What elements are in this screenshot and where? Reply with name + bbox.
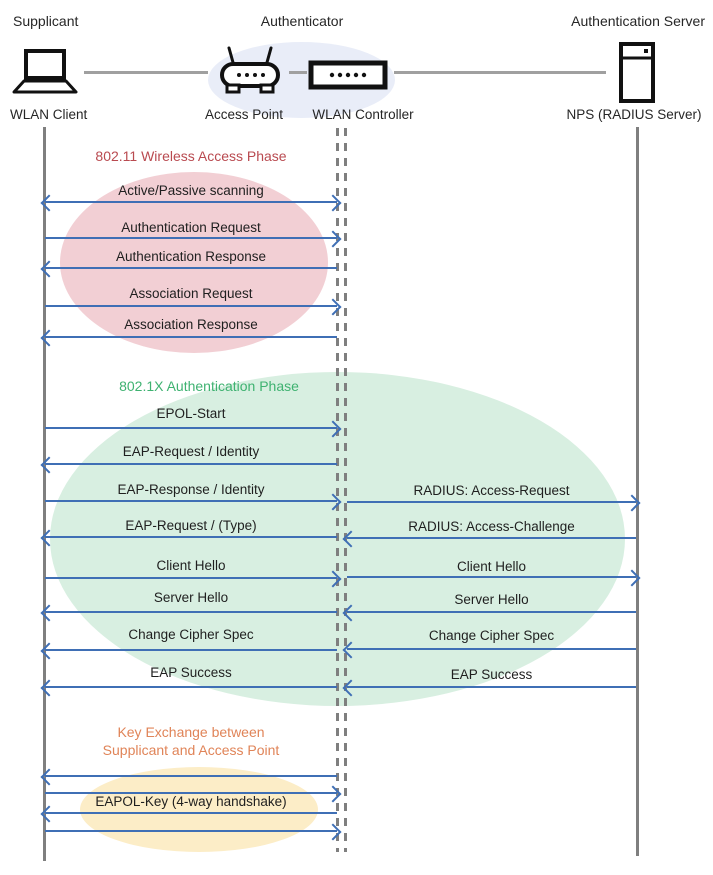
- message-arrow-line: [45, 830, 337, 832]
- message-arrow: [44, 570, 342, 588]
- message-arrow-line: [45, 336, 337, 338]
- message-arrow: [40, 604, 338, 622]
- phase-title-80211-wireless-access: 802.11 Wireless Access Phase: [95, 148, 287, 164]
- message-arrow: [40, 260, 338, 278]
- connector-line-ap-controller: [289, 71, 307, 74]
- message-arrow-line: [45, 792, 337, 794]
- access-point-icon: [214, 44, 286, 101]
- message-label: Authentication Response: [115, 249, 267, 264]
- message-label: RADIUS: Access-Request: [413, 483, 570, 498]
- message-arrow: [346, 569, 641, 587]
- message-arrow-line: [347, 686, 636, 688]
- role-label-authentication-server: Authentication Server: [571, 13, 705, 29]
- message-arrow-line: [45, 463, 337, 465]
- message-arrow: [342, 530, 637, 548]
- message-arrow: [44, 298, 342, 316]
- message-arrow-line: [45, 305, 337, 307]
- role-label-authenticator: Authenticator: [260, 13, 344, 29]
- device-label-wlan-controller: WLAN Controller: [312, 107, 414, 122]
- server-icon: [618, 41, 656, 109]
- message-arrow-line: [45, 500, 337, 502]
- device-label-nps-radius-server: NPS (RADIUS Server): [566, 107, 702, 122]
- connector-line-controller-server: [394, 71, 606, 74]
- phase-title-key-exchange: Key Exchange between Supplicant and Acce…: [44, 723, 338, 759]
- message-arrow-line: [347, 537, 636, 539]
- message-label: EAP-Request / (Type): [125, 518, 257, 533]
- message-arrow: [40, 329, 338, 347]
- message-label: EPOL-Start: [156, 406, 226, 421]
- message-arrow-line: [45, 201, 337, 203]
- message-label: Association Response: [124, 317, 258, 332]
- message-arrow: [40, 768, 338, 786]
- phase-title-key-exchange-line1: Key Exchange between: [117, 724, 265, 740]
- message-label: Server Hello: [454, 592, 529, 607]
- message-label: EAP Success: [150, 665, 232, 680]
- message-arrow: [346, 494, 641, 512]
- message-arrow: [40, 194, 342, 212]
- message-arrow-line: [45, 812, 337, 814]
- message-arrow: [342, 604, 637, 622]
- message-arrow: [44, 420, 342, 438]
- message-label: Client Hello: [156, 558, 226, 573]
- connector-line-client-ap: [84, 71, 208, 74]
- message-label: RADIUS: Access-Challenge: [408, 519, 575, 534]
- message-arrow: [342, 679, 637, 697]
- message-arrow: [44, 823, 342, 841]
- laptop-icon: [10, 48, 80, 101]
- message-arrow-line: [347, 576, 636, 578]
- wlan-controller-icon: [308, 60, 388, 95]
- message-arrow-line: [45, 577, 337, 579]
- device-label-wlan-client: WLAN Client: [10, 107, 88, 122]
- message-arrow-line: [45, 775, 337, 777]
- message-arrow: [44, 785, 342, 803]
- message-arrow: [40, 642, 338, 660]
- message-label: Active/Passive scanning: [118, 183, 264, 198]
- message-arrow: [40, 456, 338, 474]
- message-arrow: [44, 493, 342, 511]
- message-label: Server Hello: [153, 590, 229, 605]
- message-arrow: [44, 230, 342, 248]
- message-arrow-line: [45, 611, 337, 613]
- role-label-supplicant: Supplicant: [13, 13, 79, 29]
- message-label: EAP Success: [450, 667, 533, 682]
- device-label-access-point: Access Point: [204, 107, 284, 122]
- message-label: EAPOL-Key (4-way handshake): [95, 794, 287, 809]
- message-arrow: [40, 805, 338, 823]
- message-label: EAP-Response / Identity: [117, 482, 265, 497]
- message-arrow-line: [347, 648, 636, 650]
- message-arrow-line: [45, 536, 337, 538]
- phase-title-8021x-authentication: 802.1X Authentication Phase: [119, 378, 299, 394]
- message-label: Change Cipher Spec: [428, 628, 555, 643]
- message-label: Association Request: [129, 286, 253, 301]
- message-label: Client Hello: [456, 559, 527, 574]
- lifeline-wlan-client: [42, 127, 46, 861]
- lifeline-nps-server: [636, 127, 639, 856]
- message-arrow-line: [45, 686, 337, 688]
- message-arrow: [342, 641, 637, 659]
- message-arrow-line: [45, 237, 337, 239]
- message-arrow: [40, 679, 338, 697]
- lifeline-wlan-controller-dash-2: [344, 128, 347, 852]
- message-arrow-line: [347, 501, 636, 503]
- message-arrow-line: [45, 649, 337, 651]
- message-label: EAP-Request / Identity: [122, 444, 260, 459]
- message-label: Change Cipher Spec: [128, 627, 254, 642]
- lifeline-wlan-controller-dash-1: [336, 128, 339, 852]
- message-arrow: [40, 529, 338, 547]
- message-label: Authentication Request: [121, 220, 261, 235]
- message-arrow-line: [45, 427, 337, 429]
- message-arrow-line: [45, 267, 337, 269]
- message-arrow-line: [347, 611, 636, 613]
- phase-title-key-exchange-line2: Supplicant and Access Point: [102, 742, 280, 758]
- phase-ellipse-key-exchange: [80, 767, 318, 852]
